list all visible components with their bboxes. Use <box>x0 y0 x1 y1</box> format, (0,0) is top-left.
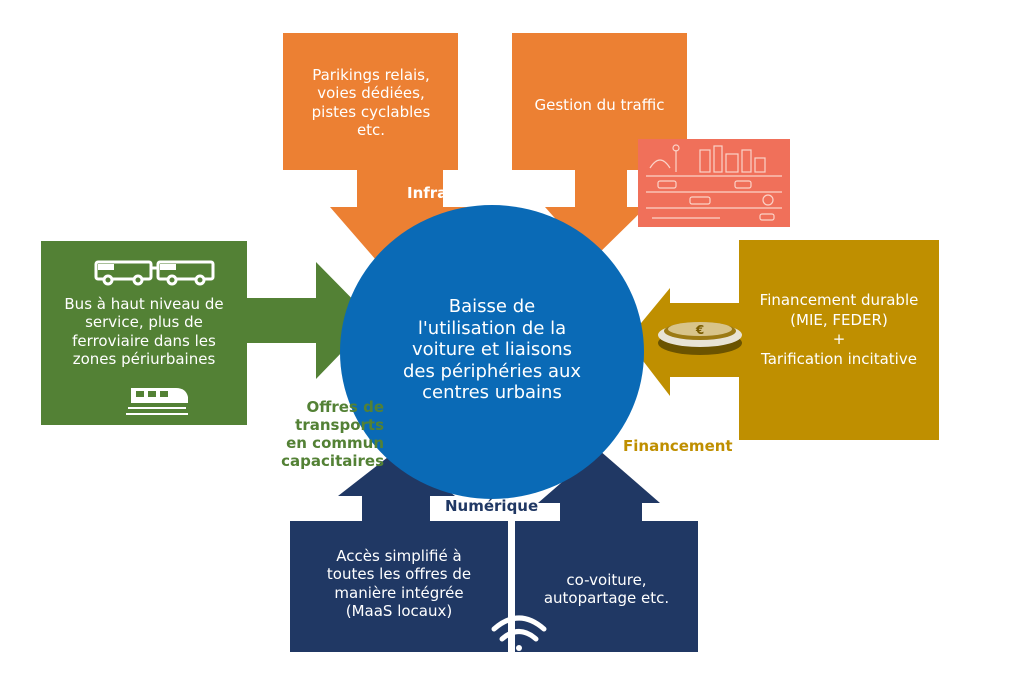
numerique-arrow-2 <box>515 450 698 652</box>
financement-box-text: Financement durable (MIE, FEDER) + Tarif… <box>734 291 944 369</box>
financement-arrow <box>627 240 939 440</box>
transports-arrow <box>41 241 373 425</box>
wifi-icon <box>491 615 547 651</box>
transports-box-line: zones périurbaines <box>72 349 216 368</box>
numerique-box1-line: Accès simplifié à <box>336 547 462 565</box>
transports-label-line: Offres de <box>306 398 384 416</box>
center-text: Baisse de l'utilisation de la voiture et… <box>372 296 612 404</box>
numerique-arrow-1 <box>290 450 508 652</box>
transports-label-line: transports <box>295 416 384 434</box>
numerique-box1-line: (MaaS locaux) <box>345 601 453 620</box>
transports-box-text: Bus à haut niveau de service, plus de fe… <box>36 295 252 368</box>
infra-box1-line: Parikings relais, <box>312 66 430 84</box>
financement-box-line: Financement durable <box>759 291 919 309</box>
center-line: des périphéries aux <box>402 360 582 382</box>
center-line: centres urbains <box>422 382 562 404</box>
center-line: Baisse de <box>448 296 536 317</box>
infrastructures-box-1-text: Parikings relais, voies dédiées, pistes … <box>286 66 456 139</box>
svg-text:€: € <box>695 323 704 337</box>
transports-label: Offres de transports en commun capacitai… <box>240 398 384 470</box>
numerique-box1-line: toutes les offres de <box>326 565 472 584</box>
city-traffic-illustration <box>638 139 790 227</box>
infra-box1-line: etc. <box>356 120 386 139</box>
bus-icon <box>94 260 215 286</box>
coin-euro-icon: € <box>658 322 742 355</box>
transports-box-line: service, plus de <box>85 313 203 332</box>
numerique-box-1-text: Accès simplifié à toutes les offres de m… <box>290 547 508 620</box>
center-line: l'utilisation de la <box>417 317 567 339</box>
financement-box-line: Tarification incitative <box>761 349 917 368</box>
infra-box2-line: Gestion du traffic <box>534 96 665 114</box>
infrastructures-arrow-2 <box>512 33 687 260</box>
infra-box1-line: pistes cyclables <box>311 102 431 121</box>
infra-box1-line: voies dédiées, <box>317 84 425 103</box>
financement-label: Financement <box>623 437 733 455</box>
numerique-label: Numérique <box>445 497 539 515</box>
transports-label-line: capacitaires <box>281 452 384 470</box>
infrastructures-box-2-text: Gestion du traffic <box>512 96 687 114</box>
financement-box-line: (MIE, FEDER) <box>790 310 888 329</box>
center-line: voiture et liaisons <box>412 339 572 361</box>
transports-box-line: Bus à haut niveau de <box>64 295 224 313</box>
numerique-box2-line: co-voiture, <box>566 571 647 589</box>
center-circle <box>340 205 644 499</box>
train-icon <box>126 388 188 415</box>
transports-box-line: ferroviaire dans les <box>72 331 216 350</box>
financement-box-line: + <box>832 330 846 348</box>
numerique-box1-line: manière intégrée <box>334 583 464 602</box>
numerique-box2-line: autopartage etc. <box>543 589 670 608</box>
infrastructures-arrow-1 <box>283 33 468 260</box>
infrastructures-label: Infrastructures <box>407 184 535 202</box>
numerique-box-2-text: co-voiture, autopartage etc. <box>515 571 698 608</box>
transports-label-line: en commun <box>286 434 384 452</box>
